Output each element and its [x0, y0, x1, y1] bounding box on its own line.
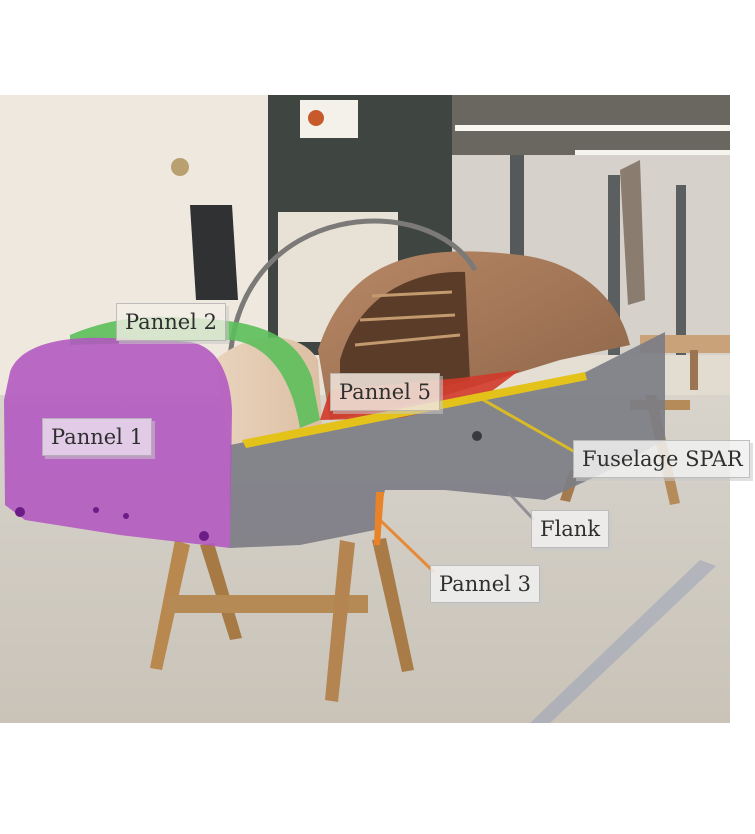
leader-lines [378, 396, 576, 574]
pannel-2-region [70, 316, 320, 428]
label-pannel-3: Pannel 3 [430, 565, 540, 603]
label-flank: Flank [531, 510, 610, 548]
label-pannel-1: Pannel 1 [42, 418, 152, 456]
label-pannel-2: Pannel 2 [116, 303, 226, 341]
label-fuselage-spar: Fuselage SPAR [573, 440, 750, 478]
pannel-3-edge [374, 492, 384, 545]
label-pannel-5: Pannel 5 [330, 373, 440, 411]
flank-hole [472, 431, 482, 441]
